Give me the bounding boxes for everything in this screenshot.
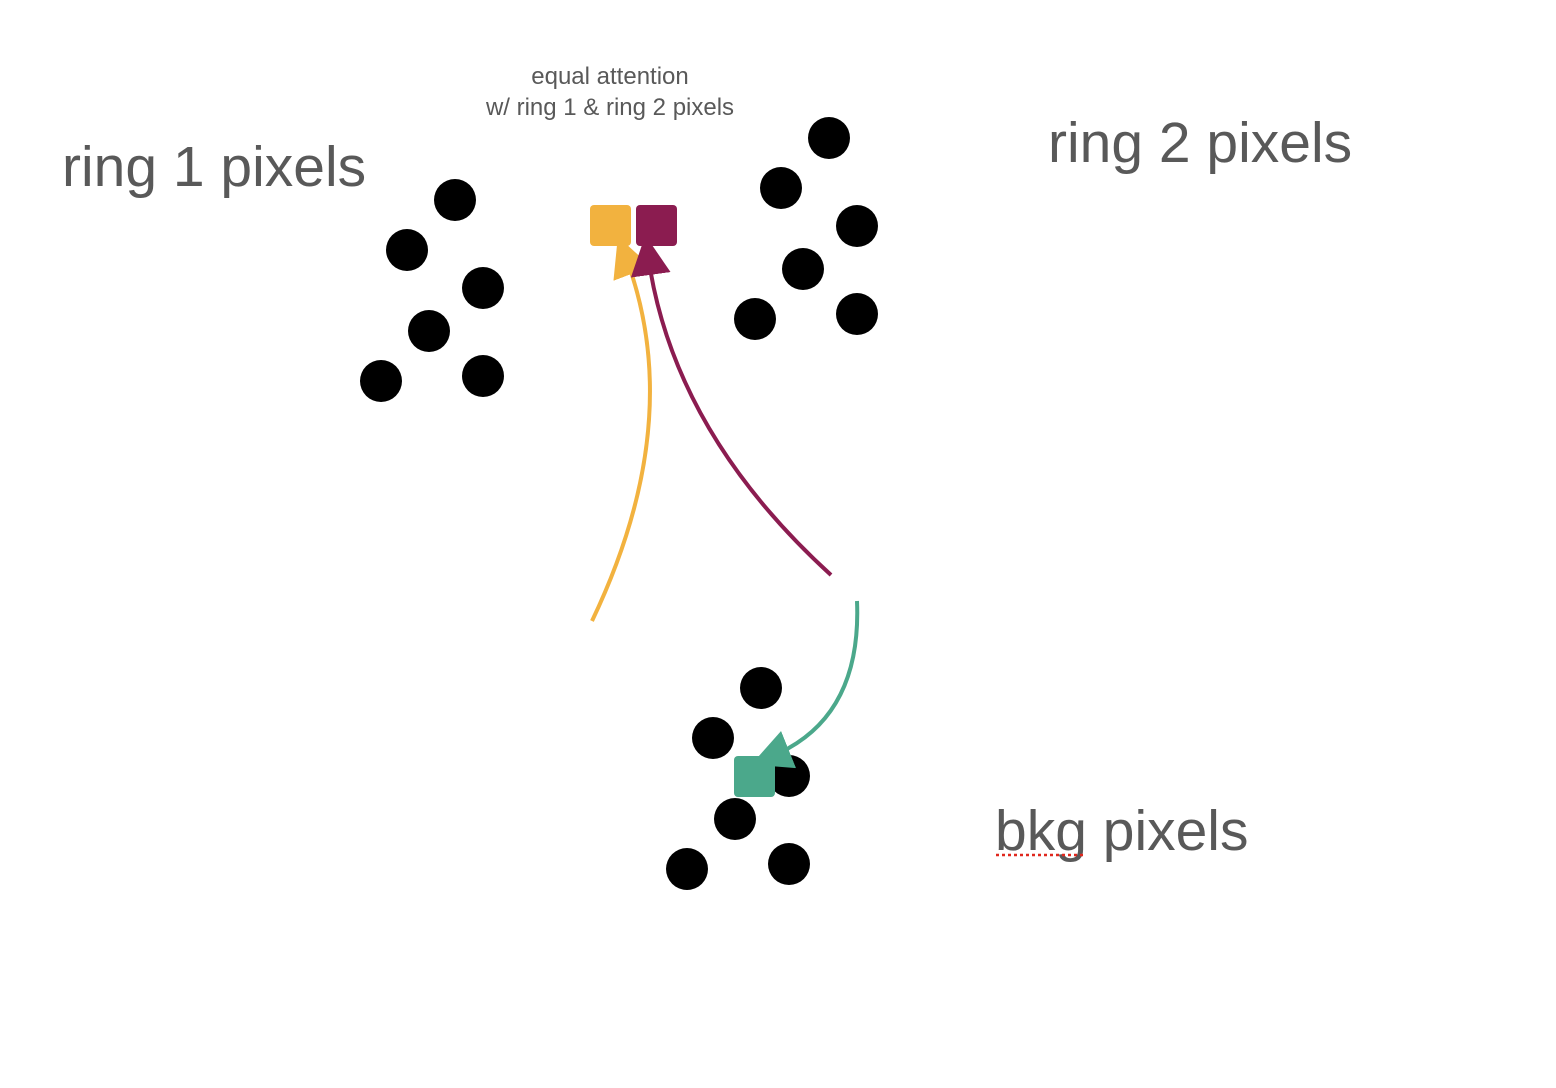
bkg-label: bkg pixels	[995, 799, 1248, 863]
note-line-2: w/ ring 1 & ring 2 pixels	[485, 94, 734, 121]
bkg-pixel	[768, 843, 810, 885]
ring1-query-square	[590, 205, 631, 246]
ring2-pixel	[808, 117, 850, 159]
ring2-pixel	[836, 205, 878, 247]
ring2-query-square	[636, 205, 677, 246]
bkg-pixel	[714, 798, 756, 840]
ring2-pixel	[734, 298, 776, 340]
bkg-pixel	[740, 667, 782, 709]
bkg-pixel	[692, 717, 734, 759]
ring1-pixel	[386, 229, 428, 271]
bkg-pixel-group	[666, 667, 810, 890]
ring1-pixel	[360, 360, 402, 402]
bkg-pixel	[666, 848, 708, 890]
ring2-pixel	[836, 293, 878, 335]
ring1-pixel	[462, 267, 504, 309]
ring1-attention-arrow	[590, 236, 652, 622]
ring1-pixel	[462, 355, 504, 397]
ring2-label: ring 2 pixels	[1048, 111, 1352, 175]
ring2-pixel	[782, 248, 824, 290]
ring1-pixel	[434, 179, 476, 221]
ring2-pixel	[760, 167, 802, 209]
ring2-pixel-group	[734, 117, 878, 340]
ring1-pixel-group	[360, 179, 504, 402]
ring1-label: ring 1 pixels	[62, 135, 366, 199]
ring2-attention-arrow	[630, 235, 833, 577]
note-line-1: equal attention	[531, 63, 688, 90]
bkg-query-square	[734, 756, 775, 797]
ring1-pixel	[408, 310, 450, 352]
bkg-attention-arrow	[751, 600, 860, 769]
